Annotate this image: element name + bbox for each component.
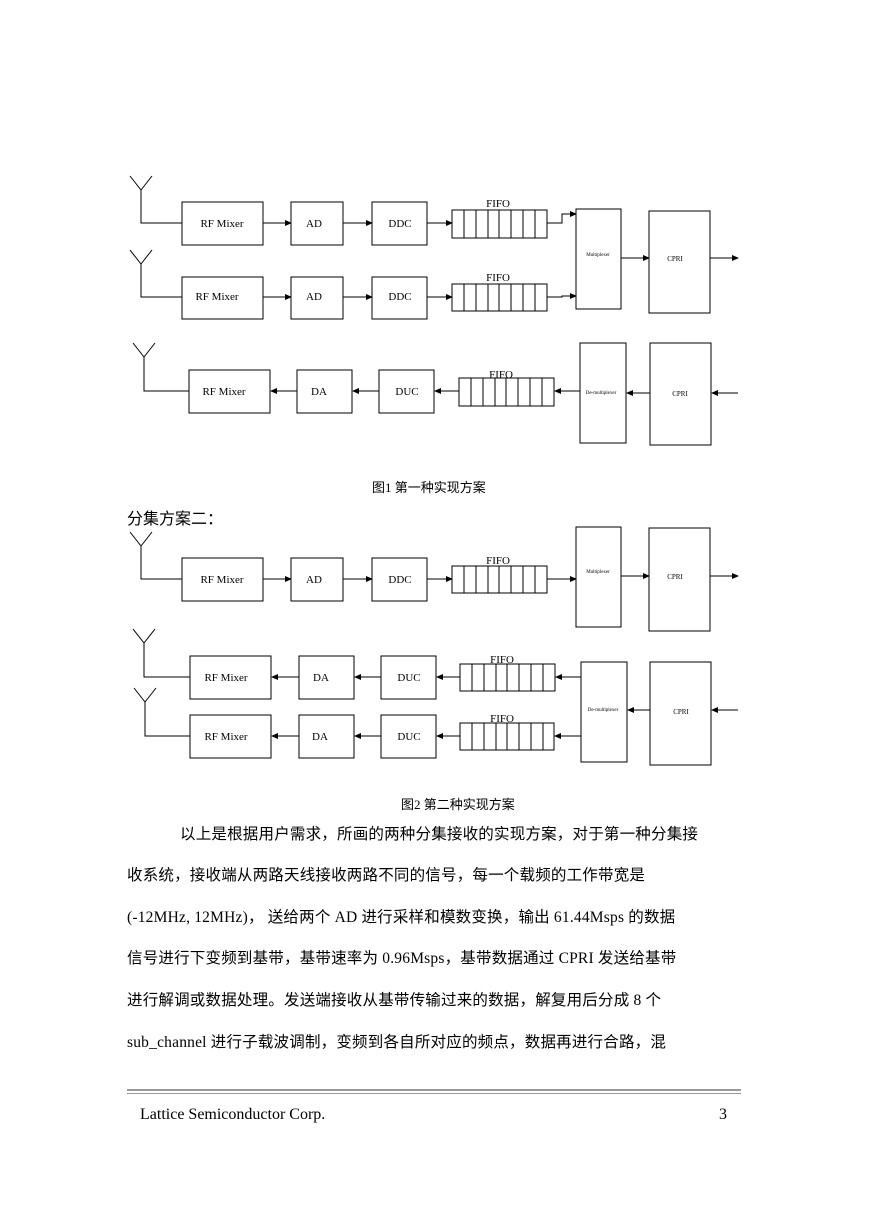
- block-label: CPRI: [673, 708, 689, 716]
- block-label: AD: [306, 291, 322, 303]
- block-label: CPRI: [667, 255, 683, 263]
- dac-block: [298, 655, 355, 700]
- adc-block: [290, 557, 344, 602]
- fifo-buffer: [459, 722, 555, 751]
- rf-mixer-block: [188, 369, 271, 414]
- demultiplexer-block: [579, 342, 627, 444]
- block-label: DA: [312, 731, 328, 743]
- fifo-buffer: [451, 283, 548, 312]
- antenna-icon: [129, 531, 182, 580]
- cpri-block: [649, 661, 712, 766]
- fifo-label: FIFO: [486, 198, 510, 210]
- fifo-label: FIFO: [489, 369, 513, 381]
- block-label: RF Mixer: [202, 386, 245, 398]
- block-label: DA: [311, 386, 327, 398]
- ddc-block: [371, 557, 428, 602]
- duc-block: [380, 655, 437, 700]
- block-label: RF Mixer: [200, 574, 243, 586]
- block-label: Multiplexer: [586, 570, 610, 575]
- body-text-line: 信号进行下变频到基带，基带速率为 0.96Msps，基带数据通过 CPRI 发送…: [127, 950, 677, 967]
- body-text-line: (-12MHz, 12MHz)， 送给两个 AD 进行采样和模数变换，输出 61…: [127, 909, 676, 926]
- block-label: RF Mixer: [204, 672, 247, 684]
- section-heading: 分集方案二：: [127, 511, 224, 528]
- cpri-block: [649, 342, 712, 446]
- dac-block: [296, 369, 353, 414]
- block-label: DDC: [388, 574, 411, 586]
- body-text-line: 收系统，接收端从两路天线接收两路不同的信号，每一个载频的工作带宽是: [127, 867, 646, 884]
- rf-mixer-block: [189, 714, 272, 759]
- figure-2: [129, 526, 739, 766]
- block-label: DUC: [397, 731, 420, 743]
- fifo-label: FIFO: [486, 555, 510, 567]
- block-label: De-multiplexer: [586, 391, 617, 396]
- block-label: DA: [313, 672, 329, 684]
- rf-mixer-block: [181, 201, 264, 246]
- adc-block: [290, 201, 344, 246]
- multiplexer-block: [575, 526, 622, 628]
- block-label: DUC: [397, 672, 420, 684]
- fifo-buffer: [459, 663, 556, 692]
- antenna-icon: [132, 342, 189, 392]
- ddc-block: [371, 276, 428, 320]
- fifo-buffer: [451, 565, 548, 594]
- duc-block: [378, 369, 435, 414]
- rf-mixer-block: [181, 557, 264, 602]
- fifo-label: FIFO: [486, 272, 510, 284]
- block-label: RF Mixer: [195, 291, 238, 303]
- multiplexer-block: [575, 208, 622, 310]
- block-label: De-multiplexer: [588, 708, 619, 713]
- footer-rule: [127, 1089, 741, 1091]
- block-label: RF Mixer: [200, 218, 243, 230]
- dac-block: [298, 714, 355, 759]
- antenna-icon: [129, 249, 182, 298]
- adc-block: [290, 276, 344, 320]
- block-label: AD: [306, 574, 322, 586]
- body-text-line: 以上是根据用户需求，所画的两种分集接收的实现方案，对于第一种分集接: [180, 826, 699, 843]
- rf-mixer-block: [181, 276, 264, 320]
- figure-1-caption: 图1 第一种实现方案: [372, 480, 486, 495]
- block-label: DUC: [395, 386, 418, 398]
- block-label: CPRI: [667, 573, 683, 581]
- body-text-line: 进行解调或数据处理。发送端接收从基带传输过来的数据，解复用后分成 8 个: [127, 992, 662, 1009]
- page-number: 3: [719, 1106, 727, 1123]
- antenna-icon: [132, 628, 190, 678]
- figure-1-labels: RF Mixer AD DDC FIFO RF Mixer AD DDC FIF…: [195, 198, 688, 398]
- block-label: Multiplexer: [586, 253, 610, 258]
- ddc-block: [371, 201, 428, 246]
- block-label: CPRI: [672, 390, 688, 398]
- antenna-icon: [129, 175, 182, 224]
- block-label: DDC: [388, 218, 411, 230]
- block-label: RF Mixer: [204, 731, 247, 743]
- fifo-label: FIFO: [490, 713, 514, 725]
- figure-2-caption: 图2 第二种实现方案: [401, 797, 515, 812]
- duc-block: [380, 714, 437, 759]
- cpri-block: [648, 527, 711, 632]
- block-label: AD: [306, 218, 322, 230]
- fifo-buffer: [451, 209, 548, 239]
- antenna-icon: [133, 687, 190, 737]
- demultiplexer-block: [580, 661, 628, 763]
- figure-2-labels: RF Mixer AD DDC FIFO Multiplexer CPRI RF…: [200, 555, 689, 743]
- figure-1: [129, 175, 739, 446]
- body-text-line: sub_channel 进行子载波调制，变频到各自所对应的频点，数据再进行合路，…: [127, 1034, 667, 1051]
- block-label: DDC: [388, 291, 411, 303]
- footer-rule: [127, 1093, 741, 1094]
- footer-company: Lattice Semiconductor Corp.: [140, 1106, 326, 1123]
- fifo-buffer: [458, 377, 555, 407]
- cpri-block: [648, 210, 711, 314]
- fifo-label: FIFO: [490, 654, 514, 666]
